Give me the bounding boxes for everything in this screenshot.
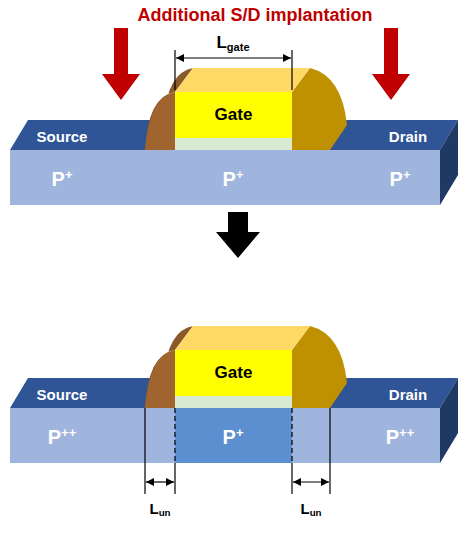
label-base: L bbox=[216, 33, 226, 52]
label-base: P bbox=[386, 426, 399, 448]
dimension-line bbox=[291, 50, 292, 90]
left-spacer bbox=[145, 350, 175, 408]
gate-box: Gate bbox=[175, 92, 292, 138]
gate-label: Gate bbox=[215, 105, 253, 125]
label-script: + bbox=[236, 167, 244, 182]
implant-arrow bbox=[102, 28, 140, 100]
doping-label: P+ bbox=[52, 169, 73, 189]
dimension-arrow bbox=[293, 481, 329, 482]
device-after bbox=[10, 326, 458, 494]
label-base: L bbox=[149, 500, 158, 517]
label-script: ++ bbox=[61, 425, 76, 440]
doping-label: P+ bbox=[223, 427, 244, 447]
slab-side-face bbox=[440, 378, 458, 463]
implant-arrow bbox=[372, 28, 410, 100]
junction-line bbox=[291, 408, 292, 463]
doping-label: P++ bbox=[48, 427, 77, 447]
label-script: gate bbox=[227, 41, 250, 53]
dimension-arrow bbox=[176, 57, 291, 58]
gate-oxide bbox=[175, 396, 292, 408]
process-arrow bbox=[216, 212, 260, 258]
slab-front-face bbox=[10, 150, 440, 205]
slab-front-face bbox=[10, 408, 440, 463]
gate-oxide bbox=[175, 138, 292, 150]
title: Additional S/D implantation bbox=[138, 6, 373, 24]
gate-box: Gate bbox=[175, 350, 292, 396]
label-script: un bbox=[310, 507, 322, 518]
label-base: P bbox=[52, 168, 65, 190]
region-label: Source bbox=[37, 129, 88, 144]
dimension-label: Lun bbox=[300, 501, 321, 516]
dimension-label: Lun bbox=[149, 501, 170, 516]
dimension-line bbox=[174, 463, 175, 494]
region-label: Source bbox=[37, 387, 88, 402]
label-script: ++ bbox=[399, 425, 414, 440]
junction-line bbox=[174, 408, 175, 463]
label-script: + bbox=[65, 167, 73, 182]
doping-label: P+ bbox=[390, 169, 411, 189]
label-script: un bbox=[159, 507, 171, 518]
left-spacer bbox=[145, 92, 175, 150]
doping-label: P+ bbox=[223, 169, 244, 189]
channel-region bbox=[175, 408, 292, 463]
gate-label: Gate bbox=[215, 363, 253, 383]
gate-top-face bbox=[175, 326, 310, 350]
dimension-line bbox=[329, 408, 330, 494]
label-base: P bbox=[223, 168, 236, 190]
region-label: Drain bbox=[389, 129, 427, 144]
dimension-arrow bbox=[146, 481, 174, 482]
dimension-line bbox=[174, 50, 175, 90]
label-script: + bbox=[236, 425, 244, 440]
gate-top-face bbox=[175, 68, 310, 92]
label-script: + bbox=[403, 167, 411, 182]
label-base: L bbox=[300, 500, 309, 517]
label-base: P bbox=[390, 168, 403, 190]
device-before bbox=[10, 50, 458, 205]
slab-side-face bbox=[440, 120, 458, 205]
doping-label: P++ bbox=[386, 427, 415, 447]
region-label: Drain bbox=[389, 387, 427, 402]
dimension-line bbox=[144, 408, 145, 494]
label-base: P bbox=[48, 426, 61, 448]
dimension-line bbox=[291, 463, 292, 494]
dimension-label: Lgate bbox=[216, 34, 249, 51]
label-base: P bbox=[223, 426, 236, 448]
